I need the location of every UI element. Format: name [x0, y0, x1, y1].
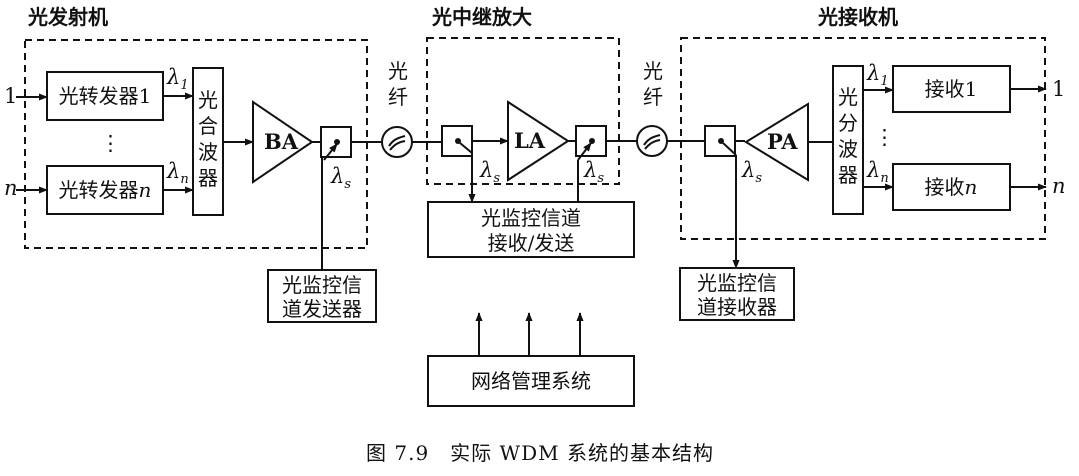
osc-relay-line2: 接收/发送	[488, 231, 575, 255]
osc-sender	[267, 269, 377, 323]
rx-lambdas-label: λs	[741, 158, 762, 186]
osc-sender-line2: 道发送器	[282, 297, 362, 321]
input-label-n: n	[4, 176, 18, 200]
booster-amplifier	[252, 100, 314, 184]
fiber2-spool-icon	[636, 125, 668, 157]
tx-lambdas-label: λs	[330, 164, 351, 192]
transponder-n	[46, 165, 164, 215]
tx-lambdan-label: λn	[166, 159, 189, 187]
receiver-n-label: 接收n	[925, 175, 978, 199]
pre-amplifier-label: PA	[767, 129, 798, 154]
osc-receiver-line1: 光监控信	[697, 271, 777, 295]
booster-amplifier-label: BA	[264, 129, 299, 154]
fiber2-spool-stroke-a	[643, 134, 661, 146]
transponder-dots: ⋮	[100, 131, 121, 155]
osc-relay-line1: 光监控信道	[481, 206, 581, 230]
repeater-enclosure	[426, 37, 620, 185]
transmitter-enclosure	[24, 39, 368, 249]
osc-receiver	[679, 267, 795, 321]
osc-sender-line1: 光监控信	[282, 273, 362, 297]
demux-char-2: 分	[838, 111, 858, 135]
rx-coupler-tap	[722, 142, 737, 156]
osc-relay	[427, 201, 635, 258]
receiver-1-label: 接收1	[925, 77, 978, 101]
mux-char-1: 光	[198, 88, 218, 112]
demux-char-3: 波	[838, 137, 858, 161]
optical-demultiplexer	[832, 65, 864, 215]
section-title-transmitter: 光发射机	[27, 5, 108, 29]
optical-multiplexer	[192, 67, 224, 216]
relay-add-arrow	[577, 142, 592, 161]
mux-char-3: 波	[198, 140, 218, 164]
fiber2-label-1: 光	[643, 59, 663, 83]
rx-lambda1-label: λ1	[866, 61, 889, 89]
relay-in-coupler-dot	[455, 138, 461, 144]
fiber2-spool-stroke-b	[644, 139, 661, 150]
demux-char-1: 光	[838, 85, 858, 109]
line-amplifier-label: LA	[514, 128, 546, 153]
section-title-repeater: 光中继放大	[431, 5, 532, 29]
network-management-system	[427, 355, 635, 407]
receiver-n	[892, 163, 1011, 211]
transponder-1	[46, 71, 164, 121]
relay-out-lambdas-label: λs	[583, 158, 604, 186]
fiber1-spool-icon	[381, 126, 413, 158]
rx-coupler-dot	[718, 138, 724, 144]
receiver-enclosure	[680, 37, 1046, 240]
nms-label: 网络管理系统	[471, 369, 591, 393]
demux-char-4: 器	[838, 163, 858, 187]
fiber1-spool-stroke-a	[388, 135, 406, 147]
transponder-n-label: 光转发器n	[59, 178, 152, 202]
section-title-receiver: 光接收机	[817, 5, 898, 29]
line-amplifier	[507, 100, 570, 182]
receiver-dots: ⋮	[874, 125, 895, 149]
fiber1-spool-stroke-b	[389, 140, 406, 151]
input-label-1: 1	[4, 84, 17, 108]
osc-receiver-line2: 道接收器	[697, 295, 777, 319]
receiver-1	[892, 65, 1011, 113]
output-label-1: 1	[1052, 77, 1065, 101]
output-label-n: n	[1052, 174, 1066, 198]
mux-char-2: 合	[198, 114, 218, 138]
figure-caption: 图 7.9 实际 WDM 系统的基本结构	[366, 441, 714, 465]
relay-in-coupler-tap	[459, 142, 473, 154]
transponder-1-label: 光转发器1	[59, 84, 152, 108]
fiber1-label-2: 纤	[388, 85, 408, 109]
fiber1-label-1: 光	[388, 59, 408, 83]
mux-char-4: 器	[198, 166, 218, 190]
tx-lambda1-label: λ1	[166, 65, 189, 93]
rx-lambdan-label: λn	[866, 158, 889, 186]
relay-in-lambdas-label: λs	[479, 158, 500, 186]
tx-coupler-inject-arrow	[323, 143, 338, 161]
fiber2-label-2: 纤	[643, 85, 663, 109]
